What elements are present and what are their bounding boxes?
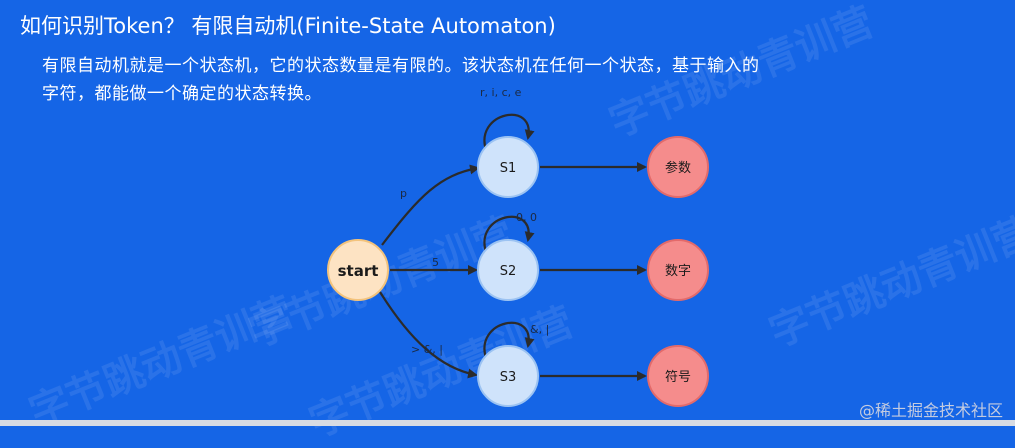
description-line: 有限自动机就是一个状态机，它的状态数量是有限的。该状态机在任何一个状态，基于输入…	[42, 56, 760, 76]
page-title: 如何识别Token？ 有限自动机(Finite-State Automaton)	[20, 14, 556, 38]
node-label: S1	[500, 161, 517, 176]
node-s3: S3	[477, 345, 539, 407]
node-label: S2	[500, 264, 517, 279]
node-s1: S1	[477, 136, 539, 198]
node-label: start	[338, 262, 379, 280]
node-s2: S2	[477, 239, 539, 301]
edge-start-s3	[379, 291, 478, 379]
edge-label-symbols: > &, |	[411, 343, 443, 356]
loop-label-s2: 0, 0	[516, 211, 537, 224]
description: 有限自动机就是一个状态机，它的状态数量是有限的。该状态机在任何一个状态，基于输入…	[42, 52, 1007, 108]
credit-text: @稀土掘金技术社区	[858, 401, 1003, 420]
loop-s1	[483, 113, 535, 151]
loop-s2	[483, 215, 535, 253]
node-label: 符号	[665, 369, 691, 385]
node-label: S3	[500, 370, 517, 385]
node-start: start	[327, 239, 389, 301]
node-symbol: 符号	[647, 345, 709, 407]
node-param: 参数	[647, 136, 709, 198]
footer-bar	[0, 420, 1015, 426]
loop-label-s3: &, |	[530, 323, 549, 336]
node-label: 参数	[665, 160, 691, 176]
loop-s3	[483, 321, 535, 359]
edge-start-s1	[381, 164, 480, 246]
edge-label-p: p	[400, 187, 407, 200]
description-line: 字符，都能做一个确定的状态转换。	[42, 84, 322, 104]
node-label: 数字	[665, 264, 691, 279]
loop-label-s1: r, i, c, e	[480, 86, 522, 99]
node-number: 数字	[647, 239, 709, 301]
edge-label-5: 5	[432, 256, 439, 269]
fsm-diagram: p 5 > &, | r, i, c, e 0, 0 &, | start S1…	[327, 86, 709, 407]
